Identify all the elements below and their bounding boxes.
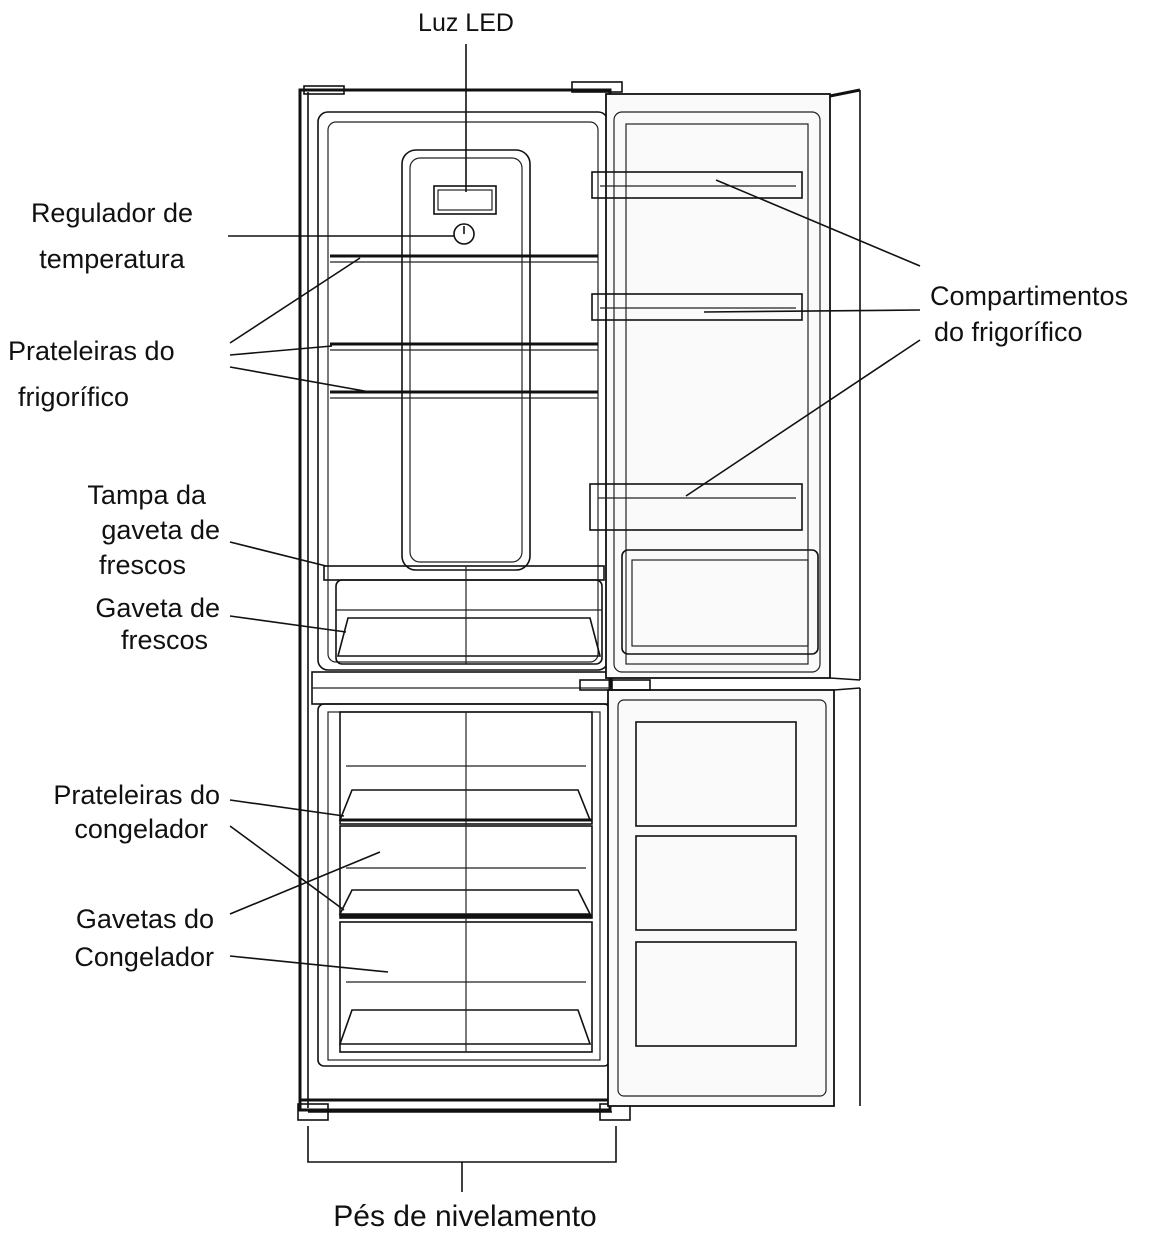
label-leveling-feet: Pés de nivelamento bbox=[333, 1200, 597, 1233]
label-fridge-shelves-line-1: Prateleiras do bbox=[8, 336, 175, 366]
leader-door-2 bbox=[703, 309, 921, 313]
label-door-compartments-line-1: Compartimentos bbox=[930, 281, 1129, 311]
label-freezer-shelves-line-1: Prateleiras do bbox=[53, 780, 220, 810]
freezer-drawers-drawing bbox=[338, 711, 593, 1053]
leader-lines bbox=[228, 44, 921, 1192]
leader-freezer-shelf bbox=[229, 799, 345, 817]
leader-crisper-cover bbox=[229, 541, 327, 567]
label-led-light: Luz LED bbox=[418, 9, 514, 37]
label-crisper-cover: Tampa da gaveta de frescos bbox=[40, 478, 220, 583]
leader-shelf-3 bbox=[229, 366, 371, 393]
cabinet bbox=[297, 85, 631, 1121]
leader-door-1 bbox=[715, 179, 921, 267]
fridge-shelves-drawing bbox=[330, 254, 598, 399]
label-crisper-line-1: Gaveta de bbox=[95, 593, 220, 623]
leader-freezer-drawer-1 bbox=[229, 851, 381, 915]
label-temperature-regulator: Regulador de temperatura bbox=[12, 190, 212, 282]
leader-shelf-1 bbox=[229, 257, 361, 344]
label-regulator-line-1: Regulador de bbox=[30, 198, 194, 228]
leader-freezer-drawer-2 bbox=[229, 955, 389, 973]
label-crisper-drawer: Gaveta de frescos bbox=[40, 592, 220, 656]
label-fridge-shelves: Prateleiras do frigorífico bbox=[8, 328, 208, 420]
label-freezer-drawers: Gavetas do Congelador bbox=[14, 900, 214, 976]
control-panel bbox=[401, 149, 531, 571]
label-regulator-line-2: temperatura bbox=[39, 244, 185, 274]
label-crisper-line-2: frescos bbox=[120, 625, 208, 655]
label-crisper-cover-line-2: gaveta de bbox=[101, 515, 220, 545]
crisper-drawing bbox=[323, 565, 605, 665]
label-crisper-cover-line-1: Tampa da bbox=[87, 480, 206, 510]
label-fridge-shelves-line-2: frigorífico bbox=[18, 382, 130, 412]
label-freezer-drawers-line-1: Gavetas do bbox=[75, 904, 214, 934]
fridge-door bbox=[571, 81, 861, 681]
leader-door-3 bbox=[685, 339, 921, 497]
freezer-door bbox=[579, 679, 861, 1107]
label-freezer-shelves: Prateleiras do congelador bbox=[14, 778, 220, 846]
leader-crisper bbox=[229, 615, 347, 633]
label-door-compartments-line-2: do frigorífico bbox=[934, 317, 1083, 347]
leader-shelf-2 bbox=[229, 345, 333, 356]
label-crisper-cover-line-3: frescos bbox=[98, 550, 186, 580]
label-door-compartments: Compartimentos do frigorífico bbox=[930, 278, 1152, 350]
leader-freezer-shelf-2 bbox=[229, 825, 345, 911]
label-freezer-drawers-line-2: Congelador bbox=[74, 942, 214, 972]
feet-bracket bbox=[307, 1126, 617, 1163]
label-freezer-shelves-line-2: congelador bbox=[74, 814, 208, 844]
